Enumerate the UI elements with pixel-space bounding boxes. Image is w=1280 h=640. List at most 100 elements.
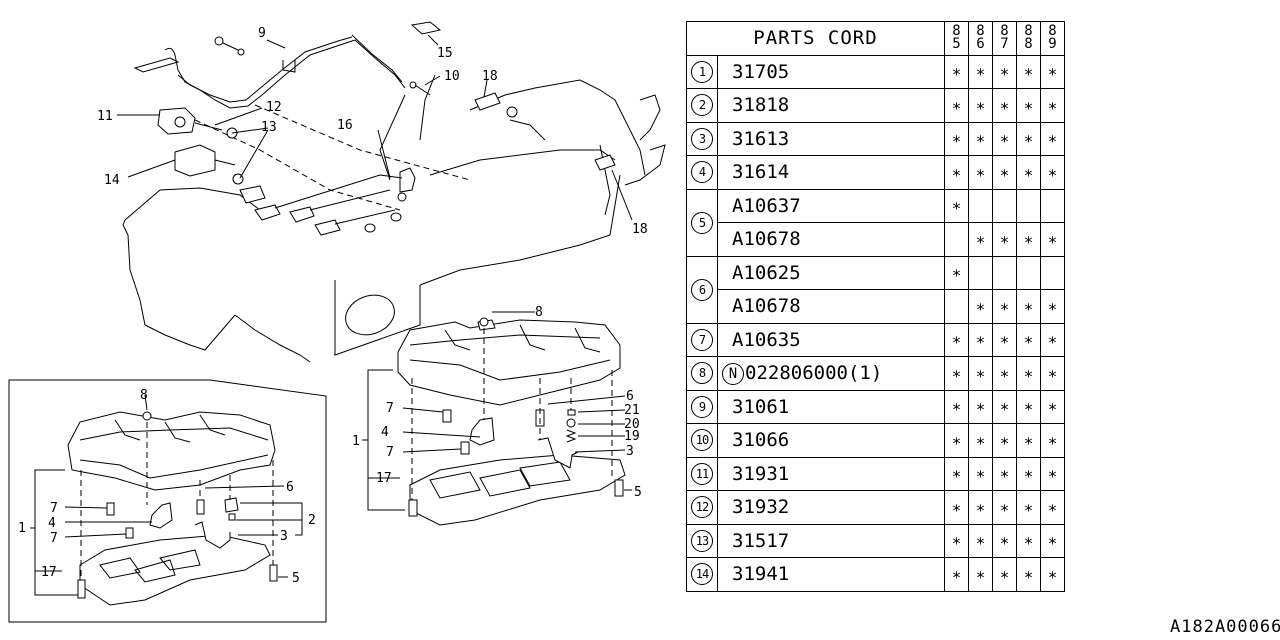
ref-number-cell: 7: [686, 322, 718, 357]
applicable-asterisk-icon: ∗: [1047, 62, 1058, 82]
applicable-asterisk-icon: ∗: [975, 296, 986, 316]
applicable-asterisk-icon: ∗: [1023, 564, 1034, 584]
r-callout-4: 4: [381, 425, 389, 440]
applicable-asterisk-icon: ∗: [1023, 363, 1034, 383]
year-applicability-cell: ∗: [944, 121, 969, 156]
applicable-asterisk-icon: ∗: [975, 363, 986, 383]
ref-number-cell: 1: [686, 54, 718, 89]
applicable-asterisk-icon: ∗: [1023, 162, 1034, 182]
year-applicability-cell: ∗: [992, 88, 1017, 123]
year-applicability-cell: ∗: [992, 222, 1017, 257]
year-applicability-cell: ∗: [968, 88, 993, 123]
applicable-asterisk-icon: ∗: [1047, 397, 1058, 417]
year-applicability-cell: [968, 188, 993, 223]
year-applicability-cell: ∗: [968, 389, 993, 424]
year-applicability-cell: [1040, 255, 1065, 290]
year-applicability-cell: ∗: [1016, 389, 1041, 424]
applicable-asterisk-icon: ∗: [1047, 296, 1058, 316]
applicable-asterisk-icon: ∗: [999, 296, 1010, 316]
year-applicability-cell: ∗: [1040, 490, 1065, 525]
year-applicability-cell: ∗: [1040, 523, 1065, 558]
part-code: A10678: [732, 228, 801, 251]
year-applicability-cell: ∗: [944, 188, 969, 223]
year-applicability-cell: [1040, 188, 1065, 223]
part-code: 022806000(1): [745, 361, 883, 384]
callout-9: 9: [258, 26, 266, 41]
year-applicability-cell: ∗: [1040, 423, 1065, 458]
year-applicability-cell: ∗: [968, 456, 993, 491]
year-applicability-cell: ∗: [1016, 54, 1041, 89]
right-assembly-callouts: 8 6 21 20 19 3 7 4 7 1 17 5: [352, 305, 642, 500]
l-callout-4: 4: [48, 516, 56, 531]
callout-16: 16: [337, 118, 353, 133]
year-applicability-cell: [944, 289, 969, 324]
year-applicability-cell: [992, 255, 1017, 290]
bracket-parts: [409, 21, 616, 171]
shift-rod-part-9: [133, 34, 406, 109]
applicable-asterisk-icon: ∗: [999, 564, 1010, 584]
year-applicability-cell: ∗: [992, 389, 1017, 424]
applicable-asterisk-icon: ∗: [975, 95, 986, 115]
applicable-asterisk-icon: ∗: [1047, 229, 1058, 249]
transmission-housing: [122, 74, 666, 363]
part-code: 31932: [732, 496, 790, 519]
applicable-asterisk-icon: ∗: [975, 497, 986, 517]
applicable-asterisk-icon: ∗: [1047, 363, 1058, 383]
callout-13: 13: [261, 120, 277, 135]
table-row: A10678∗∗∗∗: [687, 222, 1065, 257]
r-callout-5: 5: [634, 485, 642, 500]
year-applicability-cell: ∗: [992, 423, 1017, 458]
ref-number-cell: 9: [686, 389, 718, 424]
applicable-asterisk-icon: ∗: [951, 330, 962, 350]
part-code: 31613: [732, 127, 790, 150]
year-applicability-cell: ∗: [968, 155, 993, 190]
left-assembly-callouts: 8 6 2 3 7 4 7 1 17 5: [18, 388, 316, 586]
applicable-asterisk-icon: ∗: [975, 397, 986, 417]
part-code-cell: 31705: [717, 54, 945, 89]
callout-18: 18: [482, 69, 498, 84]
year-applicability-cell: ∗: [944, 322, 969, 357]
circled-ref-number: 1: [691, 60, 713, 83]
year-applicability-cell: ∗: [992, 456, 1017, 491]
applicable-asterisk-icon: ∗: [1023, 531, 1034, 551]
r-callout-7b: 7: [386, 445, 394, 460]
circled-ref-number: 8: [691, 362, 713, 385]
r-callout-8: 8: [535, 305, 543, 320]
year-applicability-cell: ∗: [968, 289, 993, 324]
part-code: 31517: [732, 529, 790, 552]
year-applicability-cell: ∗: [1040, 456, 1065, 491]
year-applicability-cell: ∗: [1040, 557, 1065, 592]
top-leader-lines: [117, 34, 633, 221]
year-applicability-cell: ∗: [992, 490, 1017, 525]
year-applicability-cell: ∗: [1040, 222, 1065, 257]
year-applicability-cell: ∗: [1040, 289, 1065, 324]
year-applicability-cell: ∗: [944, 456, 969, 491]
applicable-asterisk-icon: ∗: [1047, 95, 1058, 115]
year-applicability-cell: ∗: [1016, 121, 1041, 156]
inset-frame: [8, 379, 327, 623]
applicable-asterisk-icon: ∗: [951, 162, 962, 182]
year-applicability-cell: ∗: [944, 490, 969, 525]
applicable-asterisk-icon: ∗: [999, 430, 1010, 450]
year-applicability-cell: ∗: [1040, 389, 1065, 424]
applicable-asterisk-icon: ∗: [951, 497, 962, 517]
applicable-asterisk-icon: ∗: [1023, 330, 1034, 350]
applicable-asterisk-icon: ∗: [1047, 497, 1058, 517]
year-applicability-cell: ∗: [992, 356, 1017, 391]
part-code: 31061: [732, 395, 790, 418]
year-applicability-cell: ∗: [1016, 155, 1041, 190]
applicable-asterisk-icon: ∗: [1047, 564, 1058, 584]
year-applicability-cell: ∗: [1016, 557, 1041, 592]
ref-number-cell: 14: [686, 557, 718, 592]
year-applicability-cell: ∗: [1040, 88, 1065, 123]
ref-number-cell: 5: [686, 188, 718, 257]
applicable-asterisk-icon: ∗: [1047, 464, 1058, 484]
year-applicability-cell: ∗: [944, 356, 969, 391]
